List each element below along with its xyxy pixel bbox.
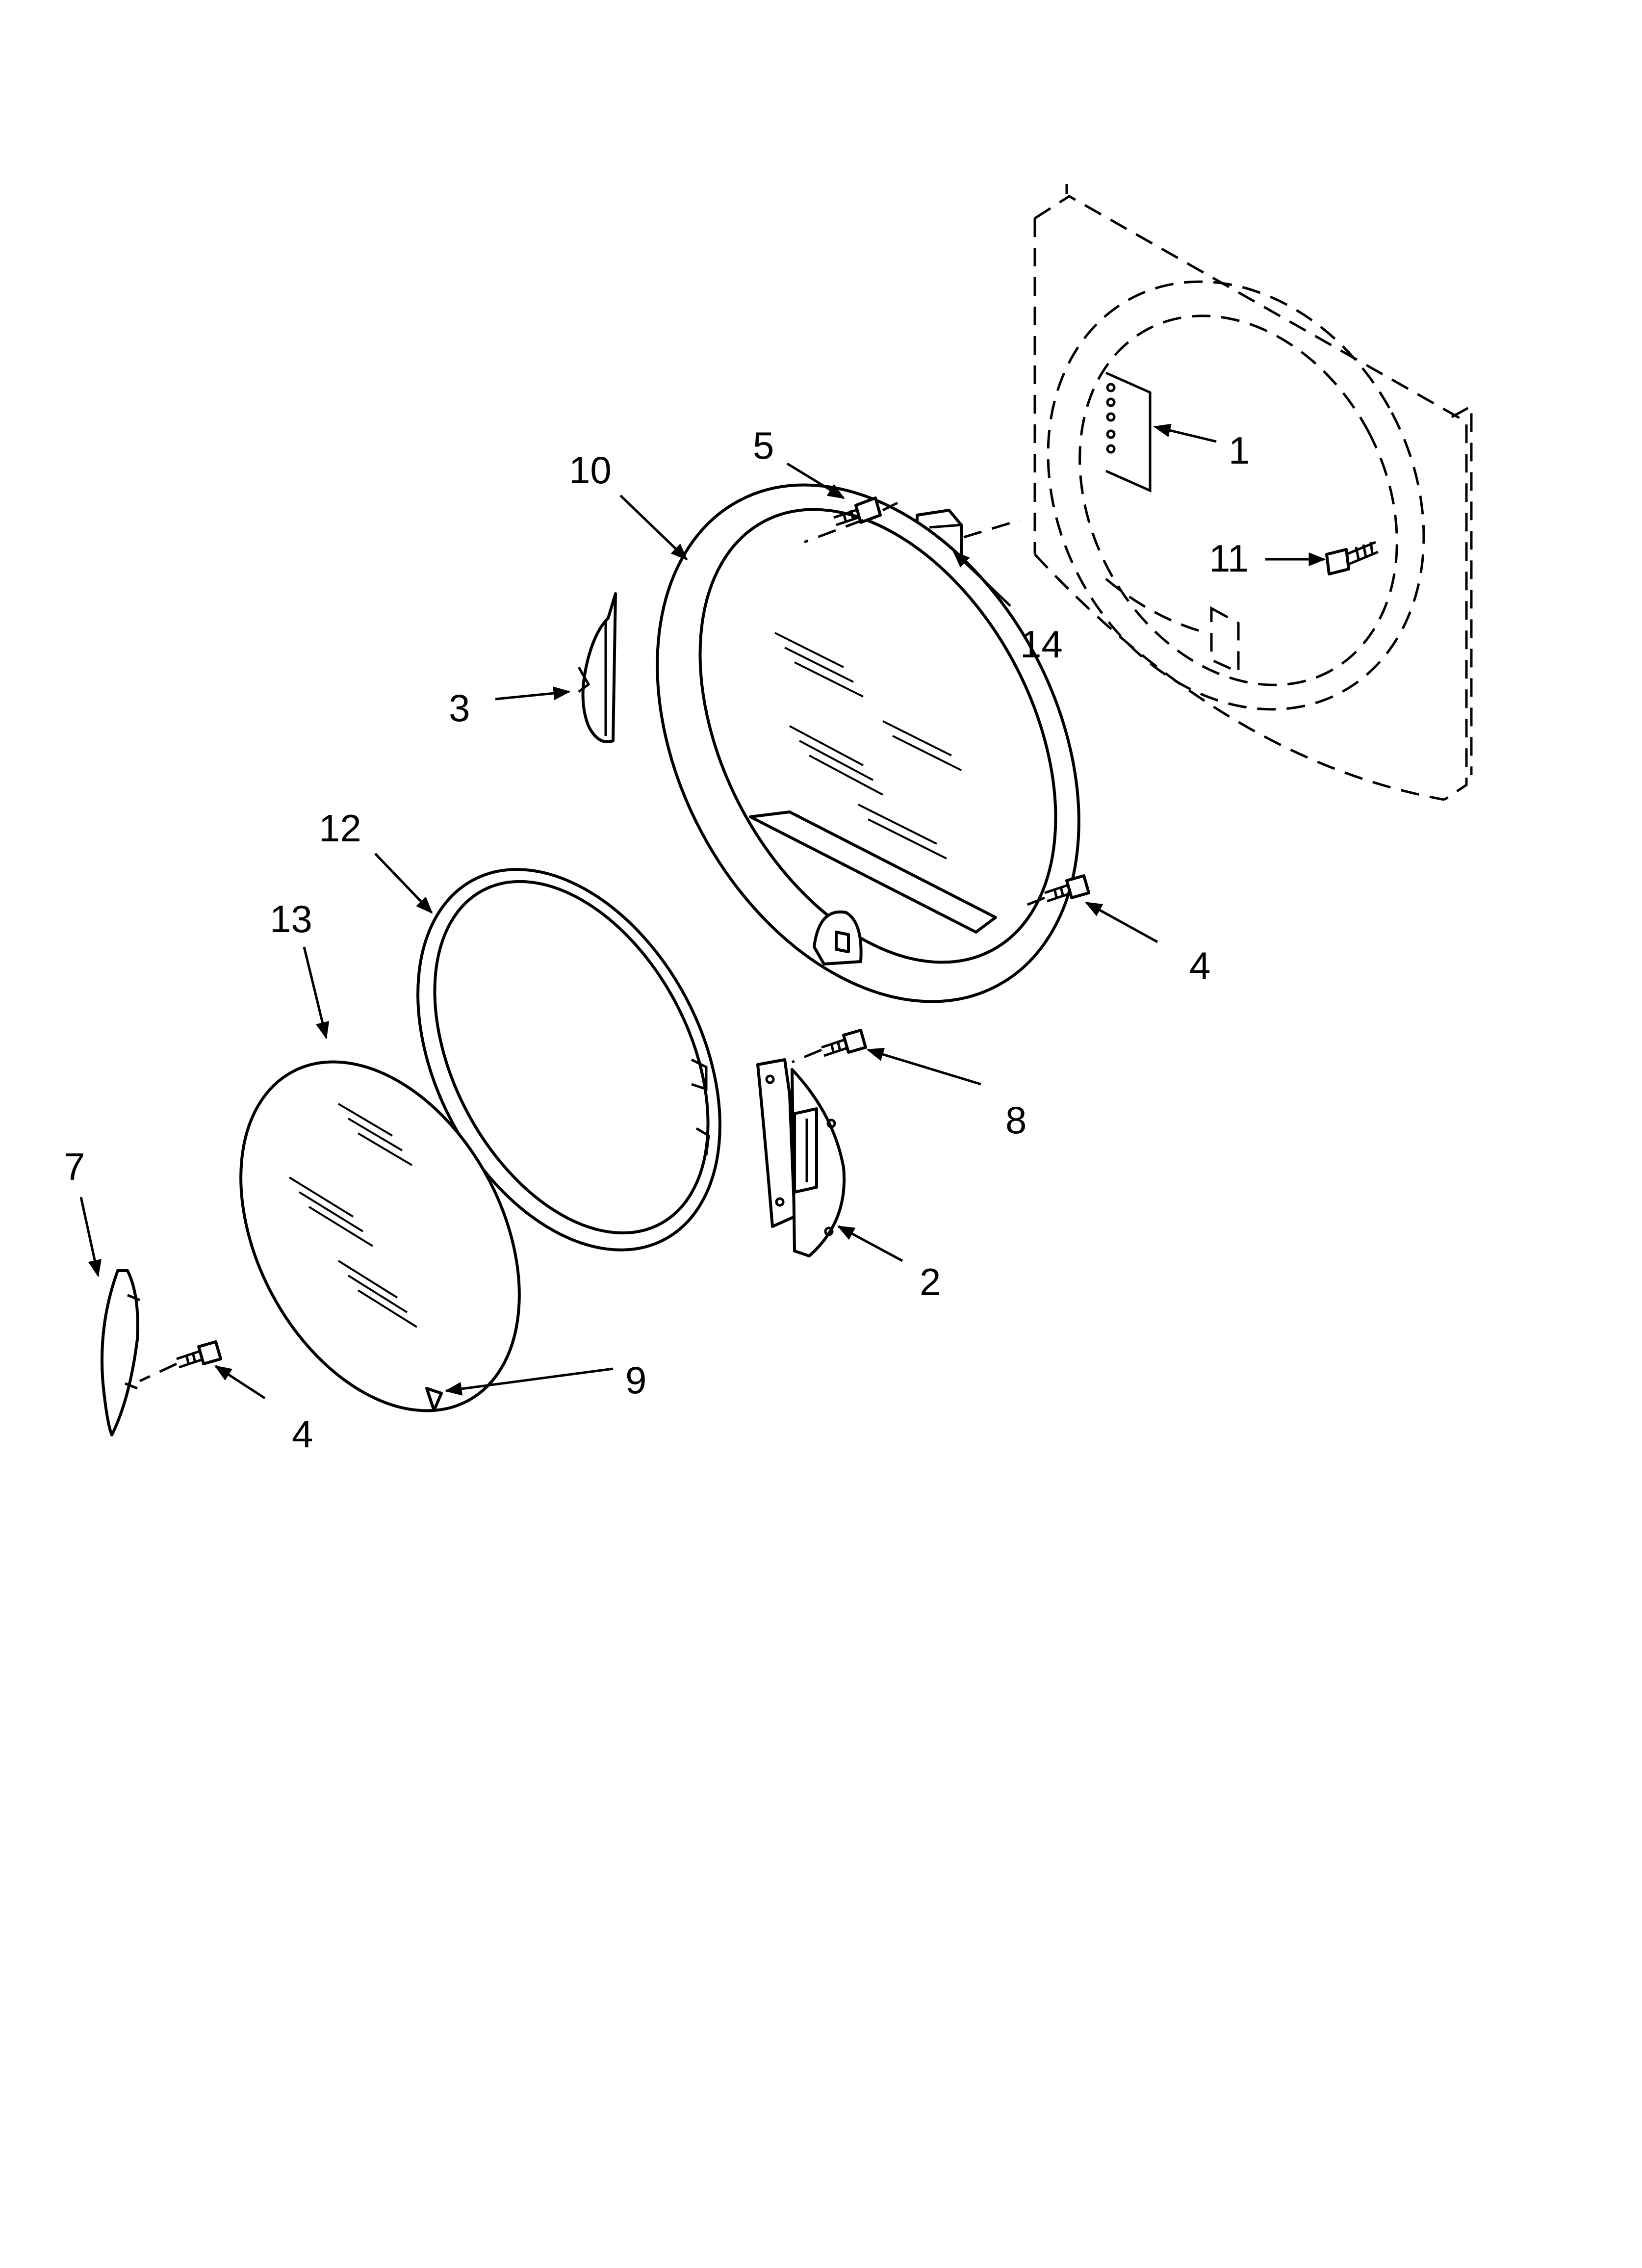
callout-3: 3 [449,686,470,730]
dryer-front-panel-phantom [1033,184,1473,801]
callout-14: 14 [1020,623,1063,666]
leader-arrows [79,423,1326,1400]
door-hinge [756,1058,846,1257]
callout-10: 10 [569,448,612,492]
callout-2: 2 [920,1260,941,1303]
alignment-lines [139,501,1045,1382]
screw-part-5 [833,496,882,526]
door-strike-bracket [1105,371,1152,493]
callout-4-upper: 4 [1189,944,1210,987]
door-handle [101,1269,140,1436]
callout-7: 7 [64,1145,85,1188]
callout-1: 1 [1229,429,1250,472]
callout-labels: 1 11 14 5 10 3 4 12 8 13 2 7 9 4 [64,424,1250,1456]
callout-8: 8 [1005,1098,1026,1142]
inner-door-glass [239,1060,521,1412]
callout-12: 12 [319,807,361,850]
callout-11: 11 [1209,537,1249,580]
glass-clip [425,1387,443,1412]
callout-9: 9 [625,1358,646,1402]
outer-door-ring [656,483,1080,1003]
panel-screw [1325,541,1379,575]
hinge-cover [577,592,617,743]
screw-part-8 [821,1029,867,1057]
screw-part-4-lower [176,1340,222,1369]
callout-13: 13 [270,897,312,940]
callout-5: 5 [753,424,774,467]
callout-4-lower: 4 [292,1412,313,1456]
screw-part-4-upper [1044,874,1090,903]
door-gasket-ring [416,868,721,1251]
